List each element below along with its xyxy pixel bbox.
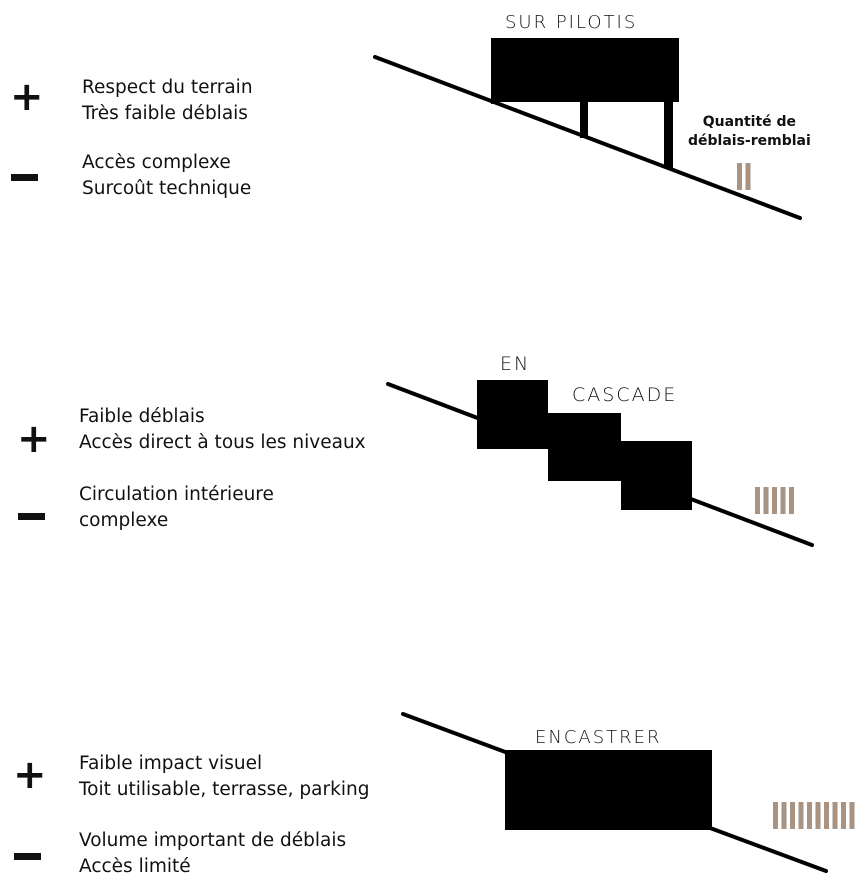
quantity-caption: Quantité de déblais-remblai	[688, 113, 811, 151]
cascade-diagram	[386, 380, 814, 547]
pilotis-post	[580, 100, 588, 138]
quantity-bar	[781, 802, 787, 829]
encastrer-diagram	[401, 712, 828, 873]
pilotis-post	[664, 100, 673, 168]
quantity-bar	[815, 802, 821, 829]
building-block	[491, 38, 679, 102]
quantity-bar	[790, 802, 795, 829]
minus-icon	[14, 853, 41, 860]
cons-line-1: Accès complexe	[82, 152, 231, 173]
quantity-caption-line-1: Quantité de	[702, 114, 797, 130]
plus-icon: +	[17, 416, 51, 462]
quantity-bar	[745, 163, 751, 190]
cons-line-1: Circulation intérieure	[79, 484, 274, 505]
pros-line-1: Faible déblais	[79, 406, 205, 427]
quantity-bar	[789, 487, 794, 514]
quantity-bar	[772, 487, 777, 514]
quantity-bar	[763, 487, 769, 514]
pros-line-1: Respect du terrain	[82, 77, 253, 98]
pilotis-diagram	[373, 38, 802, 220]
plus-icon: +	[13, 752, 47, 798]
quantity-bar	[773, 802, 778, 829]
quantity-bars	[737, 163, 751, 190]
cons-line-1: Volume important de déblais	[79, 830, 347, 851]
section-label: SUR PILOTIS	[505, 12, 638, 33]
minus-icon	[18, 513, 45, 520]
section-label: CASCADE	[572, 384, 678, 406]
quantity-bar	[841, 802, 846, 829]
pros-line-2: Très faible déblais	[82, 103, 248, 124]
quantity-bar	[798, 802, 804, 829]
quantity-bar	[780, 487, 786, 514]
quantity-bar	[737, 163, 742, 190]
quantity-bar	[832, 802, 838, 829]
pilotis-post	[491, 100, 498, 104]
cons-line-2: Surcoût technique	[82, 178, 252, 199]
quantity-bar	[849, 802, 855, 829]
building-block	[621, 441, 692, 510]
pros-line-1: Faible impact visuel	[79, 753, 263, 774]
plus-icon: +	[10, 74, 44, 120]
section-label: ENCASTRER	[535, 727, 662, 748]
building-block	[505, 750, 712, 830]
quantity-bars	[755, 487, 794, 514]
quantity-bar	[824, 802, 829, 829]
minus-icon	[11, 174, 38, 181]
building-block	[548, 413, 621, 481]
cons-line-2: complexe	[79, 510, 169, 531]
quantity-bar	[807, 802, 812, 829]
cons-line-2: Accès limité	[79, 856, 191, 877]
pros-line-2: Toit utilisable, terrasse, parking	[79, 779, 370, 800]
quantity-bar	[755, 487, 760, 514]
quantity-bars	[773, 802, 855, 829]
building-block	[477, 380, 548, 449]
quantity-caption-line-2: déblais-remblai	[688, 133, 811, 149]
section-label: EN	[500, 353, 531, 375]
pros-line-2: Accès direct à tous les niveaux	[79, 432, 366, 453]
